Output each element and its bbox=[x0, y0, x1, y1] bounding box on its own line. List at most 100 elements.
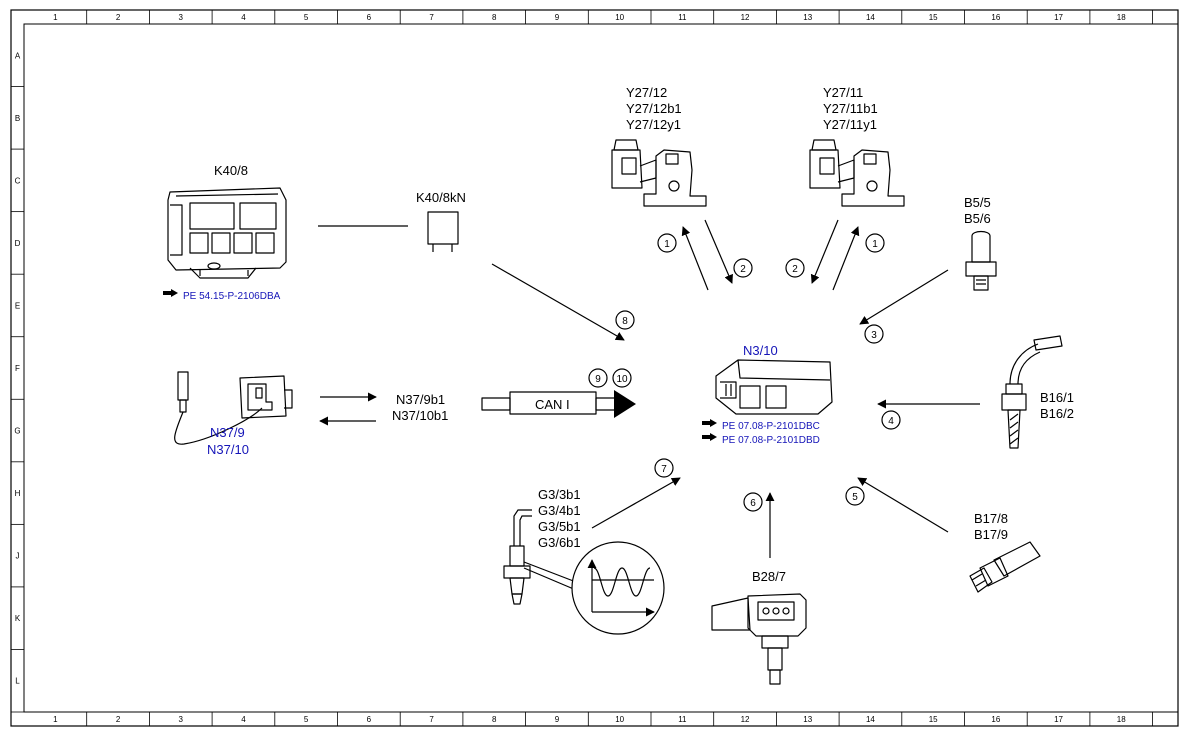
fuse-drawing bbox=[427, 211, 459, 245]
grid-column-number: 17 bbox=[1054, 715, 1063, 724]
k40-8-ref-link[interactable]: PE 54.15-P-2106DBA bbox=[183, 291, 281, 302]
reference-pointer-icon bbox=[702, 433, 717, 441]
g3-line-2: G3/4b1 bbox=[538, 503, 581, 518]
n3-10-component: N3/10 PE 07.08-P-2101DBC PE 07.08-P-2101… bbox=[702, 343, 833, 446]
grid-row-letter: C bbox=[15, 176, 21, 185]
callout-5: 5 bbox=[845, 486, 865, 506]
signal-arrows bbox=[491, 219, 980, 558]
n37-component: N37/9 N37/10 N37/9b1 N37/10b1 bbox=[174, 371, 448, 457]
grid-column-labels: 1122334455667788991010111112121313141415… bbox=[53, 10, 1153, 726]
grid-column-number: 12 bbox=[741, 715, 750, 724]
sine-wave-icon bbox=[571, 541, 665, 635]
grid-column-number: 8 bbox=[492, 715, 497, 724]
grid-column-number: 1 bbox=[53, 715, 58, 724]
y27-11-component: Y27/11 Y27/11b1 Y27/11y1 bbox=[809, 85, 905, 207]
y27-12-line-3: Y27/12y1 bbox=[626, 117, 681, 132]
grid-row-letter: G bbox=[14, 427, 20, 436]
reference-pointer-icon bbox=[163, 289, 178, 297]
control-unit-drawing bbox=[715, 359, 833, 415]
callout-7: 7 bbox=[654, 458, 674, 478]
n3-10-ref-link-2[interactable]: PE 07.08-P-2101DBD bbox=[722, 435, 820, 446]
can-label: CAN I bbox=[535, 397, 570, 412]
callout-number: 7 bbox=[661, 464, 667, 475]
callout-number: 8 bbox=[622, 316, 628, 327]
grid-column-number: 10 bbox=[615, 715, 624, 724]
grid-column-number: 11 bbox=[678, 13, 687, 22]
grid-column-number: 13 bbox=[803, 13, 812, 22]
b17-line-2: B17/9 bbox=[974, 527, 1008, 542]
k40-8-reference: PE 54.15-P-2106DBA bbox=[163, 289, 281, 302]
grid-column-number: 14 bbox=[866, 715, 875, 724]
b17-component: B17/8 B17/9 bbox=[969, 511, 1041, 593]
grid-column-number: 14 bbox=[866, 13, 875, 22]
callout-number: 5 bbox=[852, 492, 858, 503]
grid-column-number: 9 bbox=[555, 13, 560, 22]
grid-column-number: 15 bbox=[929, 715, 938, 724]
n37-b1-line-1: N37/9b1 bbox=[396, 392, 445, 407]
callout-1b: 1 bbox=[865, 233, 885, 253]
grid-column-number: 4 bbox=[241, 715, 246, 724]
grid-column-number: 2 bbox=[116, 715, 121, 724]
callout-number: 6 bbox=[750, 498, 756, 509]
relay-module-drawing bbox=[167, 187, 287, 279]
grid-column-number: 5 bbox=[304, 13, 309, 22]
grid-column-number: 16 bbox=[991, 13, 1000, 22]
y27-11-line-3: Y27/11y1 bbox=[823, 117, 877, 132]
b5-line-1: B5/5 bbox=[964, 195, 991, 210]
y27-12-line-2: Y27/12b1 bbox=[626, 101, 682, 116]
n3-10-reference-1: PE 07.08-P-2101DBC bbox=[702, 419, 820, 432]
callout-number: 9 bbox=[595, 374, 601, 385]
n3-10-ref-link-1[interactable]: PE 07.08-P-2101DBC bbox=[722, 421, 820, 432]
grid-column-number: 6 bbox=[367, 715, 372, 724]
b16-line-1: B16/1 bbox=[1040, 390, 1074, 405]
y27-12-component: Y27/12 Y27/12b1 Y27/12y1 bbox=[611, 85, 707, 207]
pressure-sensor-drawing bbox=[965, 230, 997, 291]
grid-column-number: 2 bbox=[116, 13, 121, 22]
grid-column-number: 17 bbox=[1054, 13, 1063, 22]
callout-number: 2 bbox=[792, 264, 798, 275]
g3-line-3: G3/5b1 bbox=[538, 519, 581, 534]
grid-column-number: 13 bbox=[803, 715, 812, 724]
grid-column-number: 15 bbox=[929, 13, 938, 22]
can-bus: CAN I bbox=[481, 390, 636, 418]
grid-column-number: 18 bbox=[1117, 715, 1126, 724]
grid-column-number: 4 bbox=[241, 13, 246, 22]
callout-4: 4 bbox=[881, 410, 901, 430]
n3-10-label[interactable]: N3/10 bbox=[743, 343, 778, 358]
grid-row-letter: A bbox=[15, 51, 21, 60]
grid-row-letter: D bbox=[15, 239, 21, 248]
y27-11-line-2: Y27/11b1 bbox=[823, 101, 878, 116]
valve-drawing bbox=[611, 139, 707, 207]
grid-column-number: 9 bbox=[555, 715, 560, 724]
grid-row-letter: B bbox=[15, 114, 20, 123]
oxygen-sensor-drawing bbox=[503, 509, 577, 605]
b28-component: B28/7 bbox=[711, 569, 807, 685]
b17-line-1: B17/8 bbox=[974, 511, 1008, 526]
b16-line-2: B16/2 bbox=[1040, 406, 1074, 421]
callout-10: 10 bbox=[612, 368, 632, 388]
callout-1a: 1 bbox=[657, 233, 677, 253]
n37-b1-line-2: N37/10b1 bbox=[392, 408, 448, 423]
grid-column-number: 10 bbox=[615, 13, 624, 22]
n37-line-2[interactable]: N37/10 bbox=[207, 442, 249, 457]
n37-line-1[interactable]: N37/9 bbox=[210, 425, 245, 440]
grid-column-number: 7 bbox=[429, 13, 434, 22]
b5-line-2: B5/6 bbox=[964, 211, 991, 226]
grid-column-number: 16 bbox=[991, 715, 1000, 724]
k40-8-label: K40/8 bbox=[214, 163, 248, 178]
callout-number: 1 bbox=[872, 239, 878, 250]
grid-row-letter: K bbox=[15, 614, 21, 623]
grid-column-number: 1 bbox=[53, 13, 58, 22]
g3-line-1: G3/3b1 bbox=[538, 487, 581, 502]
grid-column-number: 18 bbox=[1117, 13, 1126, 22]
g3-line-4: G3/6b1 bbox=[538, 535, 581, 550]
grid-row-letter: L bbox=[15, 677, 20, 686]
g3-component: G3/3b1 G3/4b1 G3/5b1 G3/6b1 bbox=[503, 487, 665, 635]
b28-label: B28/7 bbox=[752, 569, 786, 584]
grid-column-number: 3 bbox=[179, 715, 184, 724]
callout-8: 8 bbox=[615, 310, 635, 330]
grid-column-number: 7 bbox=[429, 715, 434, 724]
k40-8kn-component: K40/8kN bbox=[318, 190, 466, 252]
